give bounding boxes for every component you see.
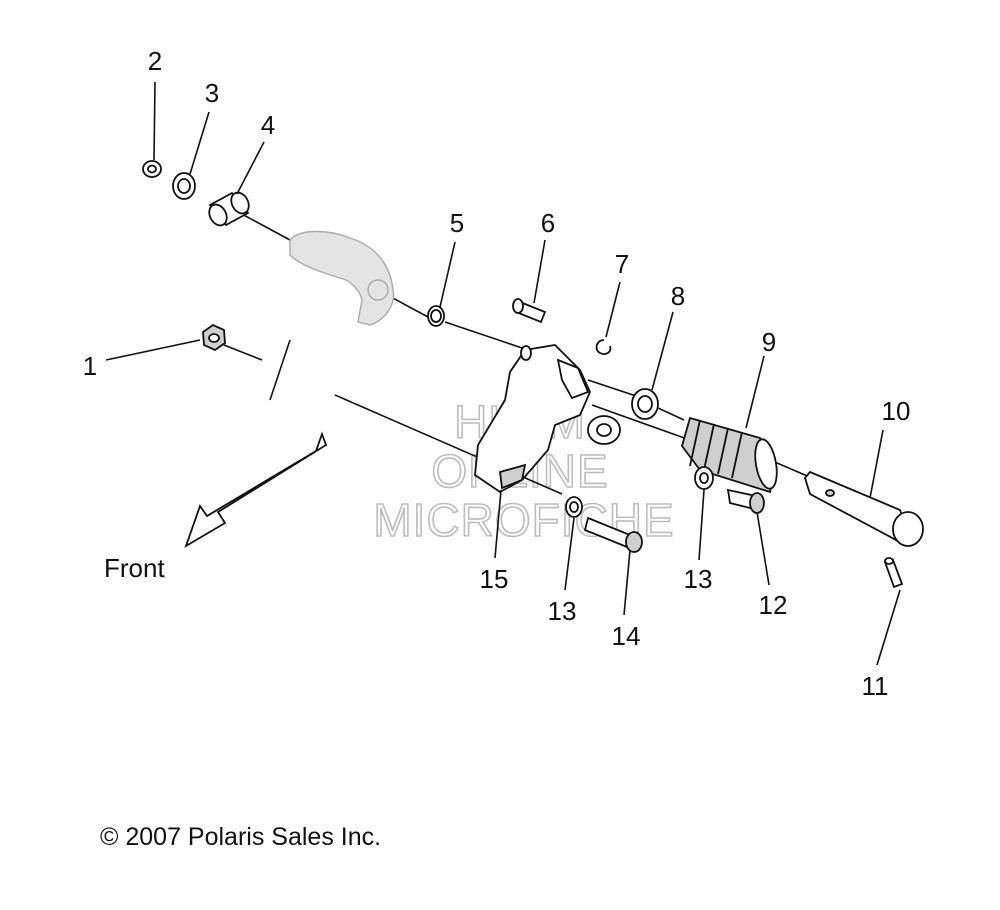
callout-8: 8 bbox=[671, 281, 685, 311]
callout-14: 14 bbox=[612, 621, 641, 651]
callout-15: 15 bbox=[480, 564, 509, 594]
callout-7: 7 bbox=[615, 249, 629, 279]
axis-lower-2 bbox=[591, 404, 691, 441]
part-6-clevis-pin bbox=[512, 298, 547, 324]
part-13-washer-left bbox=[565, 496, 583, 518]
callout-numbers: 2 3 4 1 5 6 7 8 9 10 11 12 13 13 14 15 bbox=[83, 46, 911, 701]
part-7-clip bbox=[595, 339, 612, 355]
part-10-peg-pin bbox=[803, 470, 924, 547]
part-9-peg-rubber bbox=[681, 416, 778, 494]
callout-13-left: 13 bbox=[548, 596, 577, 626]
shift-lever-ghost bbox=[289, 230, 395, 326]
part-14-bolt bbox=[583, 516, 643, 553]
part-4-bushing bbox=[208, 191, 250, 227]
callout-6: 6 bbox=[541, 208, 555, 238]
part-12-bolt bbox=[726, 488, 765, 514]
front-label: Front bbox=[104, 553, 165, 583]
part-1-nut bbox=[202, 323, 226, 352]
callout-4: 4 bbox=[261, 110, 275, 140]
part-13-washer-right bbox=[694, 466, 714, 490]
part-11-set-screw bbox=[883, 557, 904, 589]
part-8-washer bbox=[631, 388, 659, 420]
axis-upper-1 bbox=[239, 212, 291, 241]
axis-pin bbox=[769, 459, 813, 479]
part-3-washer bbox=[172, 172, 196, 200]
copyright-notice: © 2007 Polaris Sales Inc. bbox=[100, 823, 381, 851]
callout-10: 10 bbox=[882, 396, 911, 426]
callout-9: 9 bbox=[762, 327, 776, 357]
axis-upper-3 bbox=[444, 321, 529, 351]
part-15-shift-lever bbox=[474, 344, 621, 494]
axis-break-mark bbox=[269, 339, 291, 401]
leader-lines bbox=[105, 81, 901, 666]
callout-2: 2 bbox=[148, 46, 162, 76]
axis-nut-1 bbox=[223, 344, 263, 361]
part-2-retaining-ring bbox=[142, 160, 162, 178]
callout-11: 11 bbox=[862, 671, 889, 701]
axis-upper-5 bbox=[657, 407, 685, 421]
part-5-o-ring bbox=[427, 305, 445, 327]
callout-12: 12 bbox=[759, 590, 788, 620]
callout-13-right: 13 bbox=[684, 564, 713, 594]
callout-5: 5 bbox=[450, 208, 464, 238]
callout-3: 3 bbox=[205, 78, 219, 108]
axis-upper-4 bbox=[587, 379, 637, 397]
front-arrow-icon bbox=[184, 431, 328, 549]
callout-1: 1 bbox=[83, 351, 97, 381]
